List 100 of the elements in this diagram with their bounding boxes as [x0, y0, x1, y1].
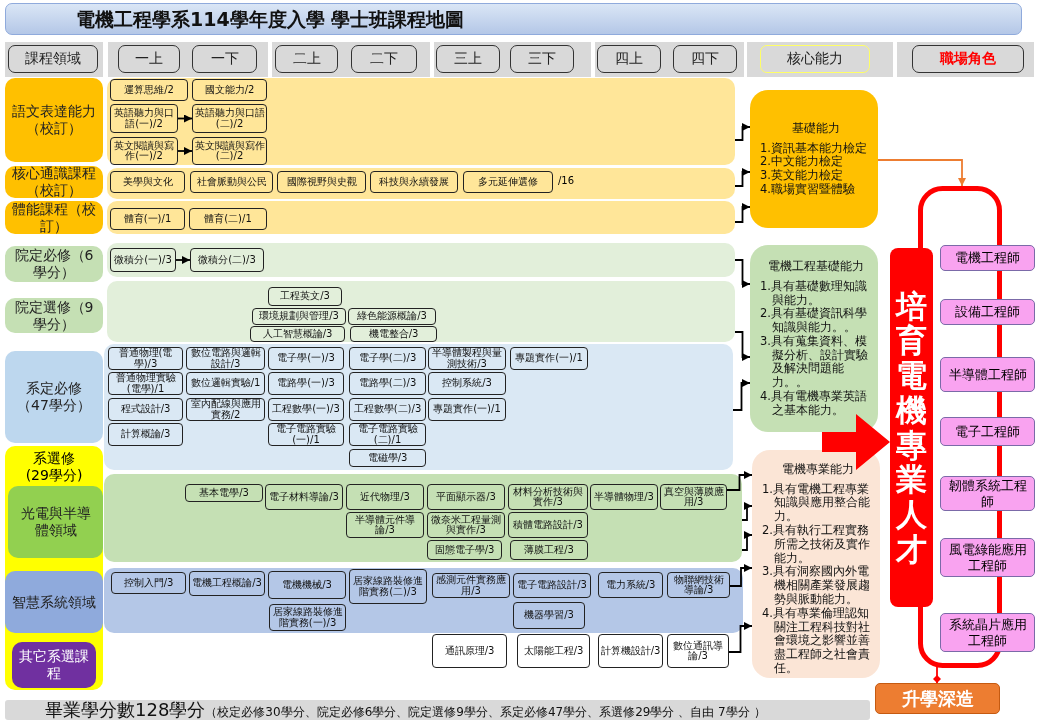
- column-header: 四上: [597, 45, 661, 73]
- course-box: 數位電路與邏輯設計/3: [186, 347, 265, 370]
- course-box: 電子電路實驗(一)/1: [268, 423, 344, 446]
- course-box: 體育(二)/1: [189, 208, 267, 230]
- course-box: 居家線路裝修進階實務(二)/3: [349, 569, 427, 604]
- course-band: [107, 201, 735, 234]
- course-box: 多元延伸選修: [463, 171, 553, 193]
- course-box: 電機工程概論/3: [189, 571, 265, 596]
- course-box: 社會脈動與公民: [190, 171, 273, 193]
- course-box: 英語聽力與口語(二)/2: [192, 104, 267, 133]
- career-box: 系統晶片應用工程師: [940, 613, 1035, 652]
- list-item: 2.具有基礎資訊科學知識與能力。。: [760, 307, 868, 335]
- course-box: 微積分(一)/3: [110, 248, 176, 272]
- category-heading: 系選修(29學分): [24, 450, 84, 484]
- course-box: 室內配線與應用實務/2: [186, 398, 265, 421]
- connector-arrow: [732, 379, 751, 411]
- course-box: 物聯網技術導論/3: [667, 572, 730, 598]
- course-band: [104, 568, 743, 633]
- course-band: [104, 344, 733, 470]
- course-box: 專題實作(一)/1: [510, 347, 588, 370]
- course-box: 薄膜工程/3: [510, 540, 588, 560]
- category-box: 體能課程（校訂）: [5, 201, 103, 234]
- connector-arrow: [726, 471, 753, 491]
- connector-arrow: [729, 564, 753, 587]
- course-box: 英文閱讀與寫作(一)/2: [110, 137, 178, 165]
- course-box: 微奈米工程量測與實作/3: [427, 512, 505, 538]
- course-box: 普通物理實驗(電學)/1: [108, 372, 183, 395]
- course-box: 微積分(二)/3: [190, 248, 264, 272]
- category-box: 核心通識課程（校訂）: [5, 166, 103, 198]
- course-box: 半導體製程與量測技術/3: [428, 347, 506, 370]
- connector-arrow: [734, 259, 751, 288]
- list-item: 1.具有電機工程專業知識與應用整合能力。: [762, 482, 871, 524]
- category-box: 系定必修（47學分）: [5, 351, 103, 443]
- course-band: [107, 243, 735, 277]
- career-box: 設備工程師: [940, 299, 1035, 325]
- course-box: 太陽能工程/3: [517, 634, 590, 668]
- course-box: 電子電路實驗(二)/1: [349, 423, 426, 446]
- connector-arrow: [741, 531, 753, 551]
- course-box: 環境規劃與管理/3: [252, 308, 346, 325]
- course-box: 程式設計/3: [108, 398, 183, 421]
- course-box: 半導體物理/3: [590, 484, 658, 510]
- connector-arrow: [877, 159, 966, 187]
- credit-breakdown: （校定必修30學分、院定必修6學分、院定選修9學分、系定必修47學分、系選修29學分 、自由 7學分 ）: [205, 705, 766, 719]
- course-box: 人工智慧概論/3: [250, 326, 345, 342]
- career-box: 韌體系統工程師: [940, 476, 1035, 511]
- course-box: 控制系統/3: [428, 372, 506, 395]
- course-box: 材料分析技術與實作/3: [508, 484, 588, 510]
- competency-box: [752, 450, 880, 678]
- course-box: 計算機設計/3: [598, 634, 663, 668]
- vertical-banner: 培育電機專業人才: [890, 248, 933, 607]
- category-panel: [5, 446, 103, 690]
- list-item: 1.資訊基本能力檢定: [760, 141, 868, 155]
- course-box: 綠色能源概論/3: [348, 308, 436, 325]
- course-box: 機器學習/3: [513, 602, 585, 629]
- course-box: 機電整合/3: [350, 326, 437, 342]
- course-box: 體育(一)/1: [110, 208, 185, 230]
- course-box: 普通物理(電學)/3: [108, 347, 183, 370]
- column-header: 三上: [436, 45, 500, 73]
- list-item: 4.職場實習暨體驗: [760, 183, 856, 197]
- course-band: [104, 474, 742, 562]
- connector-arrow: [734, 168, 751, 187]
- course-box: 工程英文/3: [268, 287, 342, 306]
- category-box: 院定必修（6學分）: [5, 246, 103, 282]
- block-arrow: [822, 414, 890, 470]
- list-item: 3.具有洞察國內外電機相關產業發展趨勢與脈動能力。: [762, 565, 871, 607]
- course-box: 數位通訊導論/3: [667, 634, 729, 668]
- list-item: 3.英文能力檢定: [760, 169, 844, 183]
- course-box: 電子學(一)/3: [268, 347, 344, 370]
- connector-arrow: [734, 203, 751, 223]
- course-box: 美學與文化: [110, 171, 185, 193]
- column-header: 一上: [118, 45, 180, 73]
- box-heading: 基礎能力: [791, 121, 841, 136]
- course-box: 運算思維/2: [110, 79, 188, 101]
- career-box: 電機工程師: [940, 245, 1035, 271]
- list-item: 1.具有基礎數理知識與能力。: [760, 279, 868, 307]
- course-box: 通訊原理/3: [432, 634, 507, 668]
- course-box: 電機機械/3: [268, 571, 346, 599]
- column-header: 三下: [510, 45, 574, 73]
- connector-arrow: [734, 123, 751, 141]
- column-header: 課程領域: [8, 45, 98, 73]
- course-box: 專題實作(一)/1: [428, 398, 506, 421]
- course-box: 平面顯示器/3: [427, 484, 505, 510]
- list-item: 3.具有蒐集資料、模擬分析、設計實驗及解決問題能力。。: [760, 334, 869, 390]
- category-box: 院定選修（9學分）: [5, 298, 103, 333]
- course-box: 電子學(二)/3: [349, 347, 426, 370]
- course-box: 半導體元件導論/3: [346, 512, 424, 538]
- course-box: 真空與薄膜應用/3: [660, 484, 727, 510]
- course-box: 數位邏輯實驗/1: [186, 372, 265, 395]
- course-box: 近代物理/3: [346, 484, 424, 510]
- course-box: 電路學(一)/3: [268, 372, 344, 395]
- career-box: 風電綠能應用工程師: [940, 538, 1035, 577]
- course-box: 居家線路裝修進階實務(一)/3: [269, 604, 346, 631]
- course-box: 計算概論/3: [108, 423, 183, 446]
- career-box: 電子工程師: [940, 417, 1035, 446]
- category-box: 智慧系統領域: [5, 571, 103, 633]
- course-box: 電子材料導論/3: [265, 484, 343, 510]
- box-heading: 電機工程基礎能力: [767, 259, 865, 274]
- career-box: 半導體工程師: [940, 357, 1035, 392]
- category-box: 光電與半導體領域: [8, 486, 103, 558]
- column-header: 一下: [192, 45, 257, 73]
